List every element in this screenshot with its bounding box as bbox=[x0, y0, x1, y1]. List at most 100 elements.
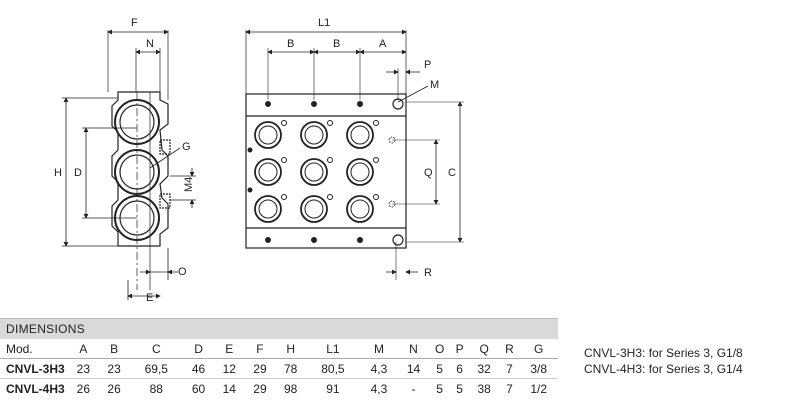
label-O: O bbox=[178, 266, 187, 278]
table-cell: 23 bbox=[68, 358, 99, 379]
table-header-cell: R bbox=[499, 339, 520, 359]
port-inner-ring bbox=[350, 162, 370, 182]
table-cell: 91 bbox=[326, 381, 340, 396]
table-header-cell: F bbox=[244, 339, 276, 359]
table-header-cell: Q bbox=[468, 339, 500, 359]
port-outer-ring bbox=[300, 158, 328, 186]
port-outer-ring bbox=[254, 195, 282, 223]
side-hole bbox=[247, 187, 253, 193]
dimensions-title-bar: DIMENSIONS bbox=[0, 318, 558, 339]
label-G: G bbox=[182, 141, 191, 153]
table-cell: 29 bbox=[244, 358, 276, 379]
table-cell: 60 bbox=[191, 381, 206, 396]
table-cell: 69,5 bbox=[129, 358, 184, 379]
table-cell: 29 bbox=[253, 381, 267, 396]
label-N: N bbox=[146, 38, 154, 50]
pilot-hole bbox=[373, 157, 379, 163]
label-R: R bbox=[424, 267, 432, 279]
front-view-ports bbox=[247, 98, 404, 246]
table-cell: 26 bbox=[107, 381, 121, 396]
side-hole bbox=[247, 147, 253, 153]
label-L1: L1 bbox=[318, 17, 330, 29]
port-inner-ring bbox=[258, 125, 278, 145]
port-inner-ring bbox=[258, 162, 278, 182]
port-inner-ring bbox=[258, 199, 278, 219]
side-view-dimensions bbox=[62, 29, 196, 300]
table-cell: 1/2 bbox=[530, 381, 548, 396]
table-header-cell: A bbox=[68, 339, 99, 359]
series-notes: CNVL-3H3: for Series 3, G1/8 CNVL-4H3: f… bbox=[584, 345, 743, 377]
table-cell: 4,3 bbox=[359, 358, 399, 379]
table-cell: 5 bbox=[456, 381, 463, 396]
label-B-2: B bbox=[333, 38, 340, 50]
table-cell: - bbox=[411, 381, 416, 396]
table-header-cell: P bbox=[450, 339, 469, 359]
port-inner-ring bbox=[350, 199, 370, 219]
table-cell: 23 bbox=[98, 358, 130, 379]
side-view bbox=[107, 30, 171, 290]
pilot-hole bbox=[281, 194, 287, 200]
table-header-cell: Mod. bbox=[0, 339, 68, 359]
port-outer-ring bbox=[254, 121, 282, 149]
table-cell: 78 bbox=[275, 358, 307, 379]
table-cell: 26 bbox=[76, 381, 91, 396]
label-Q: Q bbox=[424, 167, 433, 179]
mounting-hole bbox=[357, 237, 363, 243]
label-P: P bbox=[424, 59, 431, 71]
mounting-hole bbox=[311, 237, 317, 243]
table-cell: CNVL-4H3 bbox=[6, 381, 65, 396]
port-outer-ring bbox=[300, 195, 328, 223]
table-cell: 7 bbox=[499, 358, 520, 379]
table-header-cell: D bbox=[183, 339, 214, 359]
pilot-hole bbox=[281, 157, 287, 163]
table-header-cell: O bbox=[428, 339, 451, 359]
port-inner-ring bbox=[304, 162, 324, 182]
port-outer-ring bbox=[300, 121, 328, 149]
label-H: H bbox=[54, 167, 62, 179]
port-outer-ring bbox=[254, 158, 282, 186]
label-F: F bbox=[131, 17, 138, 29]
pilot-hole bbox=[327, 157, 333, 163]
note-line: CNVL-3H3: for Series 3, G1/8 bbox=[584, 346, 743, 360]
table-header-cell: N bbox=[398, 339, 429, 359]
label-D: D bbox=[74, 167, 82, 179]
table-cell: 6 bbox=[450, 358, 469, 379]
label-B-1: B bbox=[287, 38, 294, 50]
table-header-cell: H bbox=[275, 339, 307, 359]
table-cell: 5 bbox=[428, 358, 451, 379]
table-header-cell: L1 bbox=[306, 339, 360, 359]
table-cell: 38 bbox=[477, 381, 491, 396]
port-outer-ring bbox=[346, 195, 374, 223]
table-header-cell: M bbox=[359, 339, 399, 359]
table-cell: 7 bbox=[506, 381, 513, 396]
label-C: C bbox=[448, 167, 456, 179]
pilot-hole bbox=[373, 120, 379, 126]
table-header-cell: C bbox=[129, 339, 184, 359]
table-cell: 12 bbox=[213, 358, 245, 379]
pilot-hole bbox=[373, 194, 379, 200]
mounting-hole bbox=[311, 101, 317, 107]
table-cell: 3/8 bbox=[519, 358, 558, 379]
label-A: A bbox=[379, 38, 387, 50]
mounting-hole bbox=[265, 101, 271, 107]
table-cell: CNVL-3H3 bbox=[0, 358, 68, 379]
port-inner-ring bbox=[304, 125, 324, 145]
pilot-hole bbox=[281, 120, 287, 126]
front-view bbox=[245, 30, 407, 249]
table-cell: 80,5 bbox=[306, 358, 360, 379]
table-cell: 14 bbox=[398, 358, 429, 379]
table-cell: 32 bbox=[468, 358, 500, 379]
label-M: M bbox=[430, 79, 439, 91]
front-view-dimensions bbox=[245, 29, 464, 280]
table-cell: 14 bbox=[222, 381, 236, 396]
port-outer-ring bbox=[346, 121, 374, 149]
note-line: CNVL-4H3: for Series 3, G1/4 bbox=[584, 362, 743, 376]
table-header-cell: E bbox=[213, 339, 245, 359]
label-M4: M4 bbox=[183, 177, 195, 192]
table-cell: 88 bbox=[149, 381, 163, 396]
label-E: E bbox=[146, 292, 153, 304]
